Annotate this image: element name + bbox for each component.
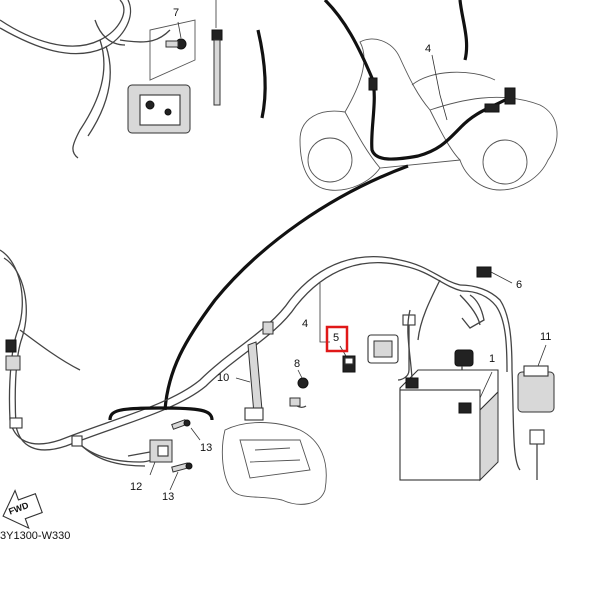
detail-bracket — [108, 406, 214, 421]
screw-13-a — [171, 419, 201, 441]
connector-mid-right — [484, 103, 500, 113]
callout-10: 10 — [217, 372, 229, 384]
scooter-harness — [323, 0, 506, 161]
fuse-6 — [461, 266, 513, 329]
callout-7: 7 — [173, 7, 179, 19]
callout-13-b: 13 — [162, 491, 174, 503]
callout-11: 11 — [540, 331, 551, 343]
left-connectors — [5, 339, 83, 447]
scooter-outline — [299, 38, 558, 191]
harness-clamp — [262, 321, 274, 335]
callout-8: 8 — [294, 358, 300, 370]
callout-4-mid: 4 — [302, 318, 308, 330]
connector-left — [368, 77, 378, 91]
battery-1 — [399, 309, 499, 482]
leader-line-main — [163, 164, 409, 411]
relay-box — [367, 314, 416, 381]
figure-code: 3Y1300-W330 — [0, 530, 70, 542]
top-left-harness — [0, 0, 171, 159]
bolt-8 — [289, 369, 309, 408]
leader-4-mid — [319, 283, 330, 343]
screw-13-b — [169, 462, 193, 491]
callout-12: 12 — [130, 481, 142, 493]
highlight-box-callout-5 — [325, 325, 349, 353]
sensor-12 — [127, 439, 173, 476]
fwd-arrow: FWD — [2, 489, 43, 530]
relay-11 — [517, 344, 555, 480]
callout-1: 1 — [489, 353, 495, 365]
callout-5: 5 — [333, 332, 339, 344]
control-unit — [127, 19, 196, 134]
scooter-harness-top — [458, 0, 469, 61]
strap-10 — [235, 341, 264, 421]
cable-tie-top — [211, 0, 223, 106]
connector-top-right — [504, 87, 516, 105]
bolt-7 — [165, 21, 187, 50]
fuse-5 — [339, 345, 356, 373]
callout-4-top: 4 — [425, 43, 431, 55]
callout-6: 6 — [516, 279, 522, 291]
leader-4-top — [431, 54, 448, 121]
leader-line-top — [256, 29, 267, 119]
frame-section — [221, 422, 327, 505]
callout-13-a: 13 — [200, 442, 212, 454]
